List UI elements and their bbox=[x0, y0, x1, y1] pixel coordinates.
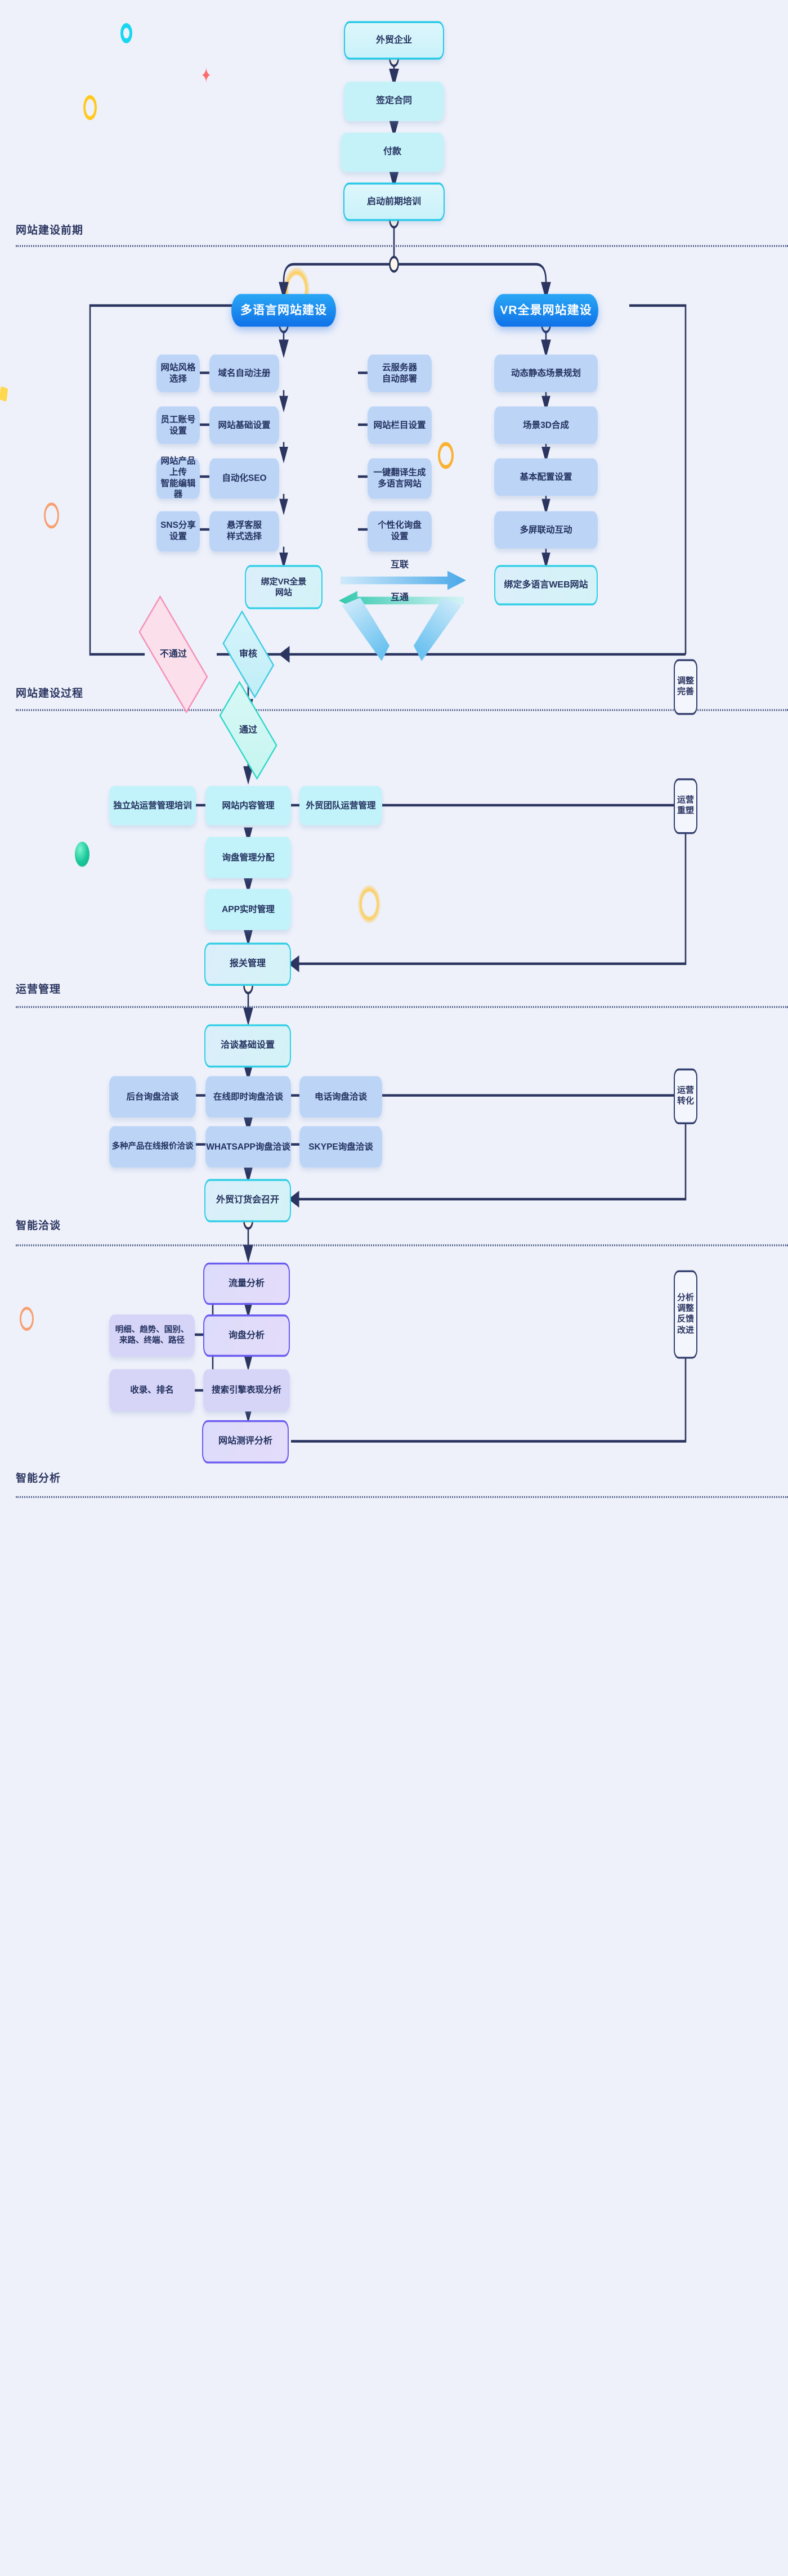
card-seo-performance[interactable]: 搜索引擎表现分析 bbox=[203, 1369, 290, 1412]
card-floating-service[interactable]: 悬浮客服 样式选择 bbox=[209, 511, 279, 552]
decision-audit[interactable]: 审核 bbox=[216, 621, 280, 688]
node-traffic-analysis[interactable]: 流量分析 bbox=[203, 1262, 290, 1305]
card-backend-inquiry[interactable]: 后台询盘洽谈 bbox=[109, 1076, 196, 1118]
interchange-arrows bbox=[339, 571, 466, 661]
band-talk bbox=[16, 1244, 788, 1246]
band-ops bbox=[16, 1006, 788, 1008]
card-auto-seo[interactable]: 自动化SEO bbox=[209, 458, 279, 499]
card-online-inquiry[interactable]: 在线即时询盘洽谈 bbox=[205, 1076, 291, 1118]
band-pre bbox=[16, 245, 788, 247]
card-whatsapp-inquiry[interactable]: WHATSAPP询盘洽谈 bbox=[205, 1126, 291, 1168]
node-bind-vr-site[interactable]: 绑定VR全景 网站 bbox=[245, 565, 323, 609]
node-trade-order-meeting[interactable]: 外贸订货会召开 bbox=[204, 1179, 291, 1223]
section-label-analyze: 智能分析 bbox=[16, 1473, 61, 1485]
node-payment[interactable]: 付款 bbox=[341, 132, 444, 172]
section-label-pre: 网站建设前期 bbox=[16, 224, 84, 236]
card-sns-share[interactable]: SNS分享设置 bbox=[156, 511, 200, 552]
card-analysis-dimensions[interactable]: 明细、趋势、国别、 来路、终端、路径 bbox=[109, 1314, 195, 1357]
card-cloud-deploy[interactable]: 云服务器 自动部署 bbox=[368, 354, 432, 392]
card-domain-register[interactable]: 域名自动注册 bbox=[209, 354, 279, 392]
card-team-management[interactable]: 外贸团队运营管理 bbox=[299, 786, 382, 825]
card-staff-account[interactable]: 员工账号设置 bbox=[156, 406, 200, 444]
band-build bbox=[16, 709, 788, 711]
decor-star-red: ✦ bbox=[201, 63, 212, 88]
band-analyze bbox=[16, 1496, 788, 1498]
card-product-upload[interactable]: 网站产品上传 智能编辑器 bbox=[156, 457, 200, 500]
card-custom-inquiry[interactable]: 个性化询盘 设置 bbox=[368, 511, 432, 552]
decision-pass[interactable]: 通过 bbox=[211, 695, 286, 765]
node-inquiry-analysis[interactable]: 询盘分析 bbox=[203, 1314, 290, 1357]
card-site-basic[interactable]: 网站基础设置 bbox=[209, 406, 279, 444]
card-basic-config[interactable]: 基本配置设置 bbox=[494, 458, 598, 496]
card-multi-screen[interactable]: 多屏联动互动 bbox=[494, 511, 598, 549]
side-tag-convert[interactable]: 运营 转化 bbox=[674, 1068, 697, 1124]
side-tag-feedback-label: 分析 调整 反馈 改进 bbox=[677, 1293, 694, 1335]
card-inquiry-dispatch[interactable]: 询盘管理分配 bbox=[205, 837, 291, 878]
card-scene-planning[interactable]: 动态静态场景规划 bbox=[494, 354, 598, 392]
side-tag-adjust-label: 调整 完善 bbox=[677, 676, 694, 697]
node-site-review-analysis[interactable]: 网站测评分析 bbox=[202, 1420, 289, 1464]
section-label-build: 网站建设过程 bbox=[16, 688, 84, 700]
node-foreign-trade-enterprise[interactable]: 外贸企业 bbox=[344, 21, 444, 60]
decision-fail-label: 不通过 bbox=[159, 649, 187, 659]
pill-vr-website[interactable]: VR全景网站建设 bbox=[494, 294, 598, 327]
card-app-realtime[interactable]: APP实时管理 bbox=[205, 888, 291, 930]
node-customs-declaration[interactable]: 报关管理 bbox=[204, 943, 291, 986]
card-multi-product-quote[interactable]: 多种产品在线报价洽谈 bbox=[109, 1126, 196, 1168]
decision-pass-label: 通过 bbox=[239, 725, 257, 735]
card-phone-inquiry[interactable]: 电话询盘洽谈 bbox=[299, 1076, 382, 1118]
section-label-ops: 运营管理 bbox=[16, 983, 61, 995]
card-scene-3d[interactable]: 场景3D合成 bbox=[494, 406, 598, 444]
node-negotiation-setup[interactable]: 洽谈基础设置 bbox=[204, 1024, 291, 1068]
decision-audit-label: 审核 bbox=[239, 649, 257, 659]
card-ops-training[interactable]: 独立站运营管理培训 bbox=[109, 786, 196, 825]
card-one-click-translate[interactable]: 一键翻译生成 多语言网站 bbox=[368, 458, 432, 499]
node-startup-training[interactable]: 启动前期培训 bbox=[343, 182, 445, 221]
card-site-style[interactable]: 网站风格选择 bbox=[156, 354, 200, 392]
side-tag-convert-label: 运营 转化 bbox=[677, 1085, 694, 1106]
section-label-talk: 智能洽谈 bbox=[16, 1220, 61, 1232]
decision-fail[interactable]: 不通过 bbox=[126, 618, 221, 691]
card-skype-inquiry[interactable]: SKYPE询盘洽谈 bbox=[299, 1126, 382, 1168]
label-intercommunicate: 互通 bbox=[391, 593, 409, 603]
side-tag-reshape[interactable]: 运营 重塑 bbox=[674, 778, 697, 834]
card-content-management[interactable]: 网站内容管理 bbox=[205, 786, 291, 825]
label-interconnect: 互联 bbox=[391, 560, 409, 570]
side-tag-reshape-label: 运营 重塑 bbox=[677, 795, 694, 816]
card-index-ranking[interactable]: 收录、排名 bbox=[109, 1369, 195, 1412]
node-sign-contract[interactable]: 签定合同 bbox=[344, 82, 444, 122]
pill-multilang-website[interactable]: 多语言网站建设 bbox=[231, 294, 336, 327]
side-tag-adjust[interactable]: 调整 完善 bbox=[674, 659, 697, 715]
card-site-columns[interactable]: 网站栏目设置 bbox=[368, 406, 432, 444]
node-bind-multilang-web[interactable]: 绑定多语言WEB网站 bbox=[494, 565, 598, 605]
flowchart-canvas: ✦ bbox=[0, 0, 788, 1509]
side-tag-feedback[interactable]: 分析 调整 反馈 改进 bbox=[674, 1270, 697, 1359]
